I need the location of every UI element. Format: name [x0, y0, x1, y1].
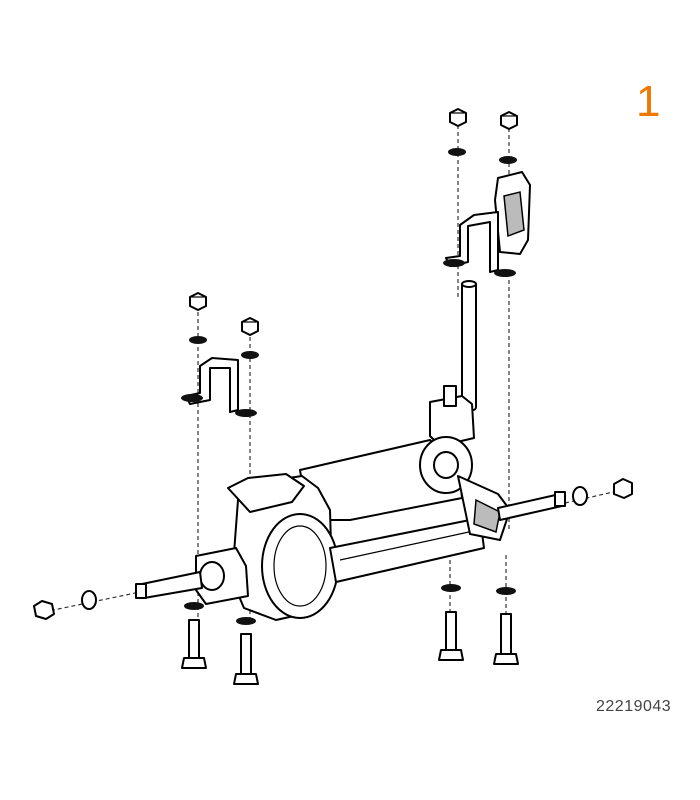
transaxle-assembly: [135, 280, 566, 621]
washer-icon: [181, 394, 203, 402]
bolt-icon: [493, 613, 519, 665]
washer-icon: [499, 156, 517, 164]
washer-icon: [572, 486, 588, 506]
clamp-bracket-icon: [494, 171, 531, 255]
washer-icon: [235, 409, 257, 417]
callout-number: 1: [636, 77, 661, 126]
washer-icon: [441, 584, 461, 592]
washer-icon: [443, 259, 465, 267]
bolt-icon: [181, 619, 207, 669]
hex-nut-icon: [189, 292, 207, 311]
bolt-icon: [233, 633, 259, 685]
hex-nut-icon: [33, 600, 55, 620]
hex-nut-icon: [500, 111, 518, 130]
washer-icon: [236, 617, 256, 625]
hex-nut-icon: [241, 317, 259, 336]
washer-icon: [494, 269, 516, 277]
washer-icon: [241, 351, 259, 359]
hex-nut-icon: [449, 108, 467, 127]
washer-icon: [189, 336, 207, 344]
washer-icon: [496, 587, 516, 595]
bolt-icon: [438, 611, 464, 661]
part-number: 22219043: [596, 698, 672, 715]
washer-icon: [448, 148, 466, 156]
hex-nut-icon: [613, 478, 633, 499]
bracket-icon: [445, 211, 499, 273]
washer-icon: [81, 590, 97, 610]
bracket-icon: [185, 357, 239, 413]
washer-icon: [184, 602, 204, 610]
